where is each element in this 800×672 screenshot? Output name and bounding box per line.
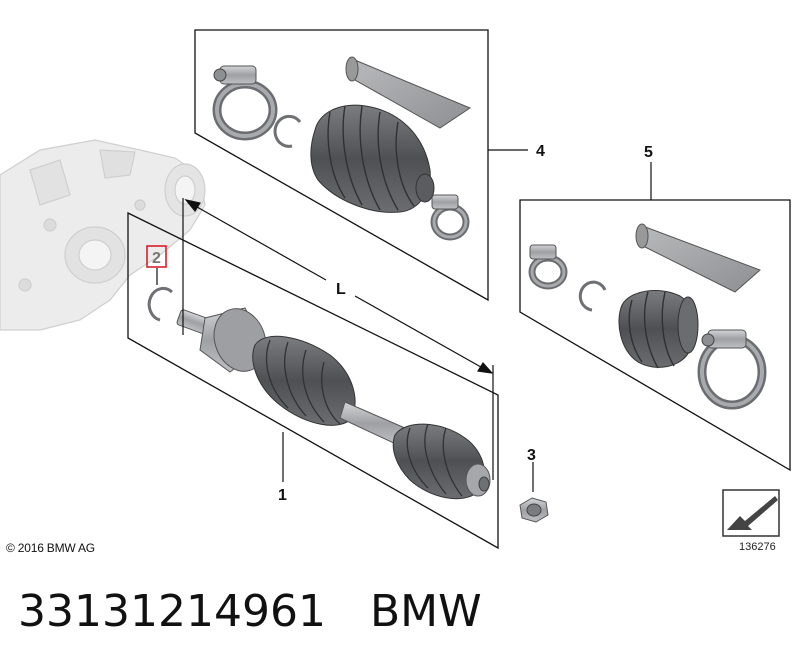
callout-2: 2 <box>152 250 161 267</box>
callout-3: 3 <box>527 447 536 464</box>
boot-cone-tool-5 <box>639 224 761 293</box>
diagram-number: 136276 <box>739 541 776 553</box>
collar-nut <box>519 497 549 523</box>
kit-5-outline <box>519 199 791 472</box>
kit-4-outline <box>194 29 489 302</box>
part-number: 33131214961 <box>18 586 326 637</box>
parts-diagram: 4 5 2 L 1 3 <box>0 29 791 550</box>
shaft-outline <box>127 211 499 550</box>
part-caption: 33131214961 BMW <box>18 586 778 646</box>
kit-5-parts <box>528 223 767 410</box>
small-clamp <box>430 194 470 241</box>
length-dimension <box>182 198 494 480</box>
outer-cv-boot <box>310 104 435 213</box>
shaft-circlip <box>147 286 174 322</box>
copyright-notice: © 2016 BMW AG <box>6 541 95 555</box>
callout-5: 5 <box>644 144 653 161</box>
callout-4: 4 <box>536 143 545 160</box>
large-clamp <box>212 65 278 141</box>
diagram-reference-icon <box>722 489 780 537</box>
gearbox-housing-ghost <box>0 139 206 331</box>
callout-2-highlight <box>146 245 167 268</box>
inner-cv-boot <box>618 290 699 369</box>
brand-name: BMW <box>369 586 482 637</box>
drive-shaft-assembly <box>147 286 491 500</box>
callout-1: 1 <box>278 487 287 504</box>
kit-4-parts <box>212 56 472 241</box>
kit5-circlip <box>578 280 607 312</box>
leader-lines <box>156 149 652 492</box>
callout-L: L <box>336 281 346 298</box>
kit4-circlip <box>273 114 302 148</box>
large-clamp-5 <box>697 329 767 410</box>
small-clamp-5 <box>528 244 568 290</box>
